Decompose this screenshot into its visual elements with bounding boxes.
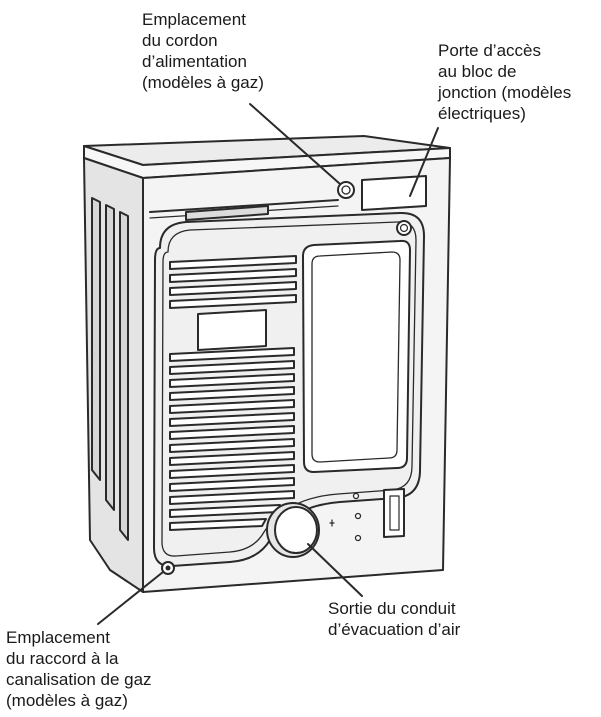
terminal-block-label: Porte d’accès au bloc de jonction (modèl…	[438, 40, 571, 124]
gas-connection-label-line-2: du raccord à la	[6, 649, 119, 668]
terminal-block-label-line-3: jonction (modèles	[438, 83, 572, 102]
exhaust-label-line-2: d’évacuation d’air	[328, 620, 461, 639]
gas-connection-fitting	[161, 561, 175, 575]
power-cord-label: Emplacement du cordon d’alimentation (mo…	[142, 9, 264, 93]
gas-connection-label-line-3: canalisation de gaz	[6, 670, 152, 689]
gas-connection-label: Emplacement du raccord à la canalisation…	[6, 627, 152, 711]
vent-slots-lower	[169, 347, 295, 531]
terminal-block-label-line-2: au bloc de	[438, 62, 517, 81]
gas-connection-label-line-1: Emplacement	[6, 628, 110, 647]
cabinet-left-side	[83, 157, 144, 593]
power-cord-label-line-2: du cordon	[142, 31, 218, 50]
leader-gas-connection	[97, 571, 164, 625]
terminal-block-door	[361, 175, 427, 211]
vent-slots-upper	[169, 255, 297, 309]
lower-right-fittings	[329, 488, 405, 542]
power-cord-hole	[337, 181, 355, 199]
power-cord-label-line-4: (modèles à gaz)	[142, 73, 264, 92]
power-cord-label-line-3: d’alimentation	[142, 52, 247, 71]
top-bracket	[185, 205, 269, 221]
leader-terminal-block	[409, 127, 439, 197]
power-cord-label-line-1: Emplacement	[142, 10, 246, 29]
right-window-panel	[302, 239, 411, 473]
exhaust-label: Sortie du conduit d’évacuation d’air	[328, 598, 460, 640]
leader-power-cord	[249, 103, 341, 185]
exhaust-outlet	[266, 502, 320, 558]
terminal-block-label-line-4: électriques)	[438, 104, 526, 123]
terminal-block-label-line-1: Porte d’accès	[438, 41, 541, 60]
gas-connection-label-line-4: (modèles à gaz)	[6, 691, 128, 710]
center-opening	[197, 309, 267, 351]
leader-exhaust	[307, 543, 363, 597]
leader-lines	[97, 103, 439, 625]
exhaust-label-line-1: Sortie du conduit	[328, 599, 456, 618]
small-round-vent	[396, 220, 412, 236]
